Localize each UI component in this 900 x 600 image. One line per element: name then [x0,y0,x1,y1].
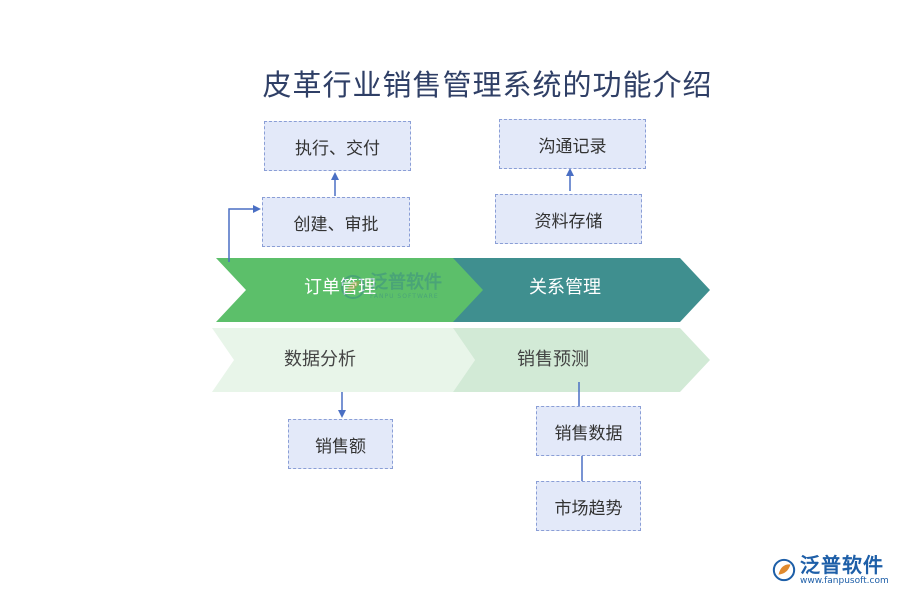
watermark-name: 泛普软件 [370,272,442,293]
box-comm-record: 沟通记录 [499,119,646,169]
box-data-storage: 资料存储 [495,194,642,244]
watermark: 泛普软件 FANPU SOFTWARE [340,273,442,300]
relation-chevron-label: 关系管理 [529,277,601,298]
logo-url: www.fanpusoft.com [800,576,889,586]
leaf-logo-icon [772,558,796,582]
forecast-chevron [453,328,710,392]
analysis-chevron [212,328,475,392]
box-execute-deliver: 执行、交付 [264,121,411,171]
order-chevron [216,258,488,322]
logo-name: 泛普软件 [800,553,884,577]
arrow-order-to-create [228,205,261,262]
fanpu-logo: 泛普软件 www.fanpusoft.com [772,554,889,586]
order-chevron-label: 订单管理 [304,277,376,298]
forecast-chevron-label: 销售预测 [517,349,589,370]
relation-chevron [453,258,710,322]
analysis-chevron-label: 数据分析 [284,349,356,370]
box-create-approve: 创建、审批 [262,197,410,247]
box-market-trend: 市场趋势 [536,481,641,531]
leaf-logo-icon [341,274,365,299]
page-title: 皮革行业销售管理系统的功能介绍 [262,68,713,102]
box-sales-amount: 销售额 [288,419,393,469]
watermark-english: FANPU SOFTWARE [370,293,439,300]
box-sales-data: 销售数据 [536,406,641,456]
